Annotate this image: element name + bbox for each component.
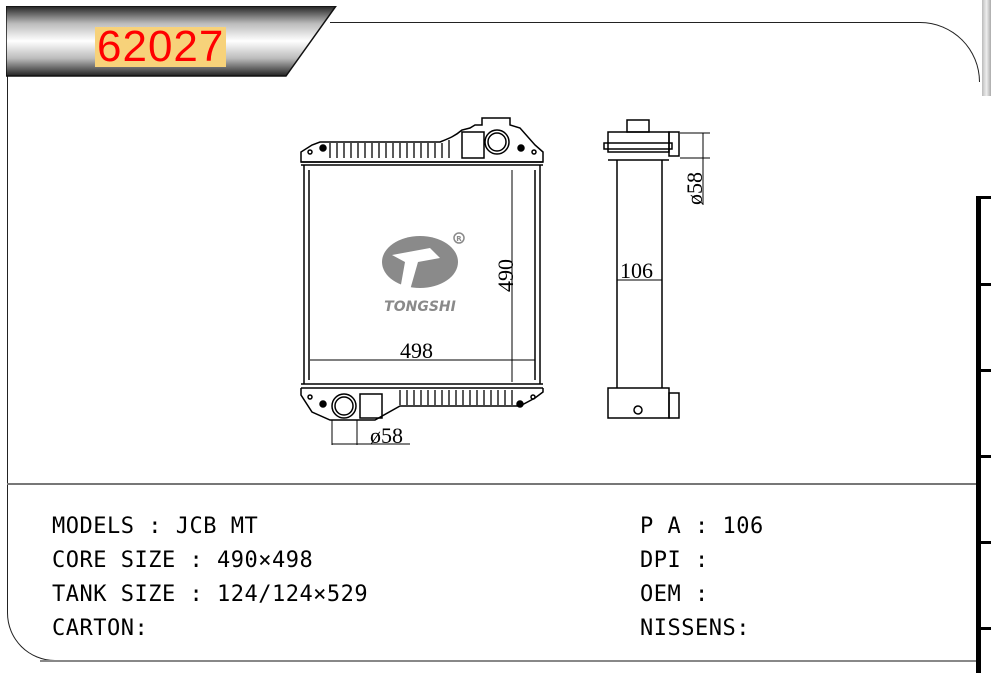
section-divider <box>7 483 978 485</box>
right-edge-strip <box>982 0 991 96</box>
right-tick <box>976 196 991 199</box>
spec-carton: CARTON: <box>52 616 149 641</box>
spec-core-size: CORE SIZE : 490×498 <box>52 548 314 573</box>
right-edge-bar <box>976 196 981 673</box>
spec-nissens: NISSENS: <box>640 616 750 641</box>
svg-text:TONGSHI: TONGSHI <box>384 299 456 315</box>
core-width-dimension: 498 <box>400 338 433 363</box>
frame-top-border <box>330 22 920 23</box>
side-view <box>603 119 710 419</box>
spec-dpi: DPI : <box>640 548 723 573</box>
core-height-dimension: 490 <box>493 259 518 292</box>
front-view <box>300 117 544 445</box>
svg-text:R: R <box>456 235 462 243</box>
frame-bottom-border <box>40 660 978 662</box>
core-thickness-dimension: 106 <box>620 258 653 283</box>
spec-tank-size: TANK SIZE : 124/124×529 <box>52 582 369 607</box>
right-tick <box>976 369 991 372</box>
title-banner: 62027 <box>6 6 337 77</box>
spec-oem: OEM : <box>640 582 723 607</box>
right-tick <box>976 627 991 630</box>
outlet-diameter-front: ø58 <box>370 423 403 448</box>
spec-pa: P A : 106 <box>640 514 764 539</box>
spec-models: MODELS : JCB MT <box>52 514 259 539</box>
right-tick <box>976 283 991 286</box>
specs-right: P A : 106 DPI : OEM : NISSENS: <box>640 510 764 646</box>
tongshi-logo-icon: R TONGSHI <box>382 232 465 315</box>
part-number: 62027 <box>95 22 227 71</box>
right-tick <box>976 455 991 458</box>
right-tick <box>976 541 991 544</box>
specs-left: MODELS : JCB MT CORE SIZE : 490×498 TANK… <box>52 510 368 646</box>
outlet-diameter-side: ø58 <box>682 172 707 205</box>
